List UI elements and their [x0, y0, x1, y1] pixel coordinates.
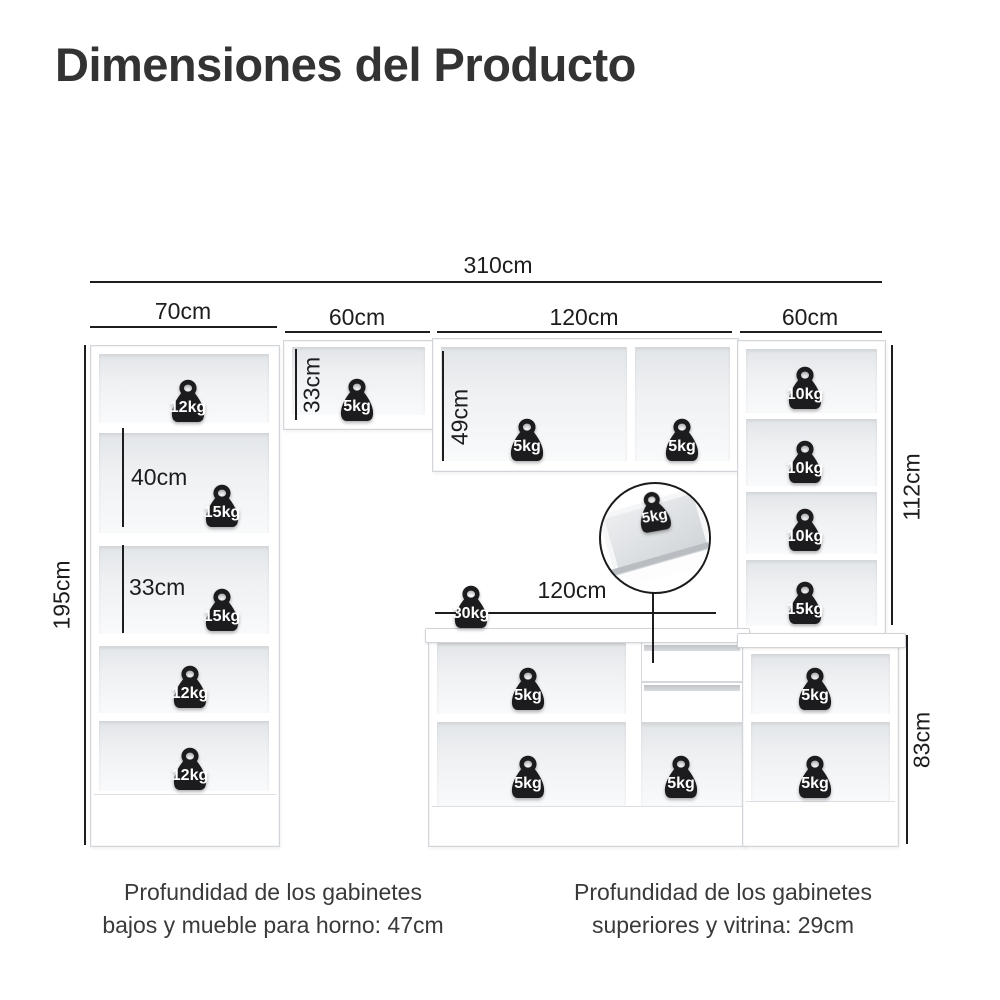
weight-capacity-icon: 15kg [195, 588, 249, 634]
weight-capacity-icon: 5kg [788, 667, 842, 713]
weight-capacity-icon: 5kg [655, 418, 709, 464]
drawer [641, 682, 743, 723]
drawer [641, 642, 743, 682]
dim-label-120cm-top: 120cm [549, 304, 619, 330]
drawer-detail-inset [599, 482, 711, 594]
weight-capacity-icon: 10kg [778, 366, 832, 412]
dimension-line-120cm-top [437, 331, 732, 333]
dim-label-33cm-left: 33cm [129, 574, 186, 600]
base-cabinet-right [737, 633, 906, 847]
dimension-line-195cm [84, 345, 86, 845]
weight-capacity-icon: 5kg [654, 755, 708, 801]
dim-label-120cm-base: 120cm [537, 577, 607, 603]
compartment [99, 546, 269, 634]
dimension-line-60cm-left [285, 331, 430, 333]
dim-label-70cm: 70cm [154, 298, 212, 324]
dimension-line-33cm-left [122, 545, 124, 633]
dimension-line-total-width [90, 281, 882, 283]
footnote-base-depth: Profundidad de los gabinetes bajos y mue… [102, 879, 444, 938]
compartment [99, 433, 269, 533]
inset-leader-line [652, 592, 654, 663]
weight-capacity-icon: 12kg [163, 665, 217, 711]
dimension-line-40cm [122, 428, 124, 527]
dim-label-60cm-right: 60cm [781, 304, 839, 330]
weight-capacity-icon: 5kg [501, 667, 555, 713]
dimension-line-60cm-right [740, 331, 882, 333]
plinth-line [432, 806, 743, 807]
dim-label-33cm-upper: 33cm [298, 356, 325, 414]
left-tall-cabinet [90, 345, 280, 847]
weight-capacity-icon: 15kg [195, 484, 249, 530]
base-cabinet-middle [425, 628, 750, 847]
footnote-upper-depth: Profundidad de los gabinetes superiores … [574, 879, 872, 938]
dimension-line-70cm [90, 326, 277, 328]
weight-capacity-icon: 12kg [163, 747, 217, 793]
drawer-handle [644, 645, 740, 651]
weight-capacity-icon: 5kg [500, 418, 554, 464]
dimension-line-112cm [891, 345, 893, 625]
upper-wide-cabinet [432, 338, 739, 472]
dim-label-total-width: 310cm [463, 252, 533, 278]
weight-capacity-icon: 30kg [444, 585, 498, 631]
dim-label-40cm: 40cm [131, 464, 188, 490]
dim-label-195cm: 195cm [48, 560, 75, 630]
drawer-handle [644, 685, 740, 691]
weight-capacity-icon: 5kg [788, 755, 842, 801]
dim-label-60cm-left: 60cm [328, 304, 386, 330]
dim-label-49cm: 49cm [446, 388, 473, 446]
weight-capacity-icon: 12kg [161, 379, 215, 425]
weight-capacity-icon: 5kg [626, 487, 683, 538]
weight-capacity-icon: 10kg [778, 440, 832, 486]
weight-capacity-icon: 10kg [778, 508, 832, 554]
plinth-line [746, 801, 895, 802]
weight-capacity-icon: 5kg [330, 378, 384, 424]
dimension-line-33cm-upper [295, 349, 297, 420]
countertop [737, 633, 906, 648]
dimension-line-49cm [442, 351, 444, 461]
weight-capacity-icon: 15kg [778, 581, 832, 627]
dimension-line-83cm [906, 635, 908, 844]
dim-label-112cm: 112cm [898, 453, 925, 521]
weight-capacity-icon: 5kg [501, 755, 555, 801]
page-title: Dimensiones del Producto [55, 38, 636, 91]
plinth-line [94, 794, 276, 795]
dim-label-83cm: 83cm [908, 711, 935, 769]
dimension-line-120cm-base [435, 612, 716, 614]
